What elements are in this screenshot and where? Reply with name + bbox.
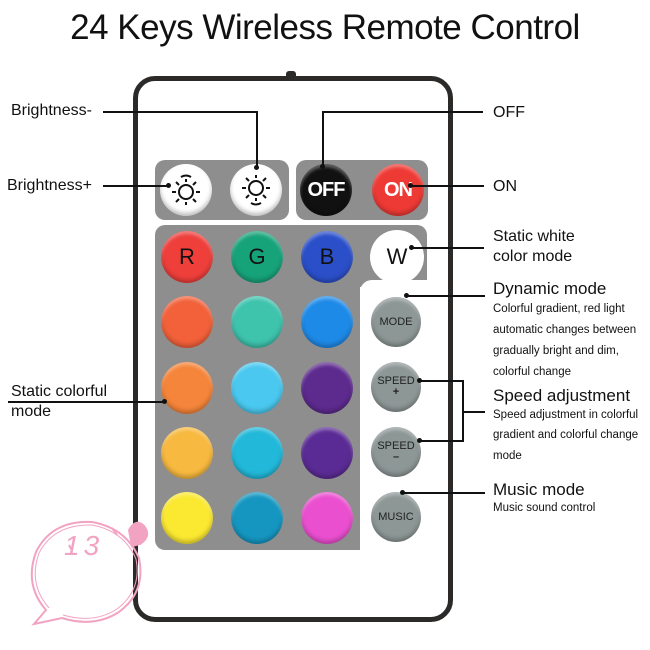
- on-button-label: ON: [384, 178, 413, 201]
- sun-up-icon: [169, 173, 203, 207]
- color-button-r4c2[interactable]: [231, 492, 283, 544]
- green-button-label: G: [248, 244, 266, 269]
- mode-button-label: MODE: [379, 316, 413, 328]
- label-dynamic-desc-3: gradually bright and dim,: [493, 345, 619, 357]
- color-button-r2c3[interactable]: [301, 362, 353, 414]
- mode-button[interactable]: MODE: [371, 297, 421, 347]
- leader-line: [419, 380, 463, 382]
- brightness-up-button[interactable]: [160, 164, 212, 216]
- speed-down-button[interactable]: SPEED –: [371, 427, 421, 477]
- leader-dot: [417, 438, 422, 443]
- color-button-r1c1[interactable]: [161, 296, 213, 348]
- music-button[interactable]: MUSIC: [371, 492, 421, 542]
- speech-bubble-heart-icon: 13: [14, 500, 149, 630]
- label-static-white-line1: Static white: [493, 228, 575, 245]
- leader-line: [402, 492, 485, 494]
- label-off: OFF: [493, 104, 525, 121]
- leader-dot: [254, 165, 259, 170]
- white-button-label: W: [386, 244, 408, 269]
- label-static-colorful-line2: mode: [11, 403, 52, 420]
- label-dynamic-desc-1: Colorful gradient, red light: [493, 303, 625, 315]
- color-button-r3c1[interactable]: [161, 427, 213, 479]
- leader-line: [462, 411, 485, 413]
- label-speed-adjustment: Speed adjustment Speed adjustment in col…: [493, 386, 650, 467]
- leader-dot: [162, 399, 167, 404]
- label-speed-desc-3: mode: [493, 450, 522, 462]
- on-button[interactable]: ON: [372, 164, 424, 216]
- off-button[interactable]: OFF: [300, 164, 352, 216]
- leader-line: [419, 440, 463, 442]
- speed-down-button-label: SPEED: [377, 440, 415, 452]
- color-button-r1c3[interactable]: [301, 296, 353, 348]
- leader-line: [411, 185, 484, 187]
- blue-button-label: B: [319, 244, 335, 269]
- label-speed-title: Speed adjustment: [493, 386, 631, 405]
- leader-dot: [408, 183, 413, 188]
- watermark-text: 13: [64, 530, 104, 561]
- label-static-white: Static white color mode: [493, 227, 575, 267]
- color-button-r1c2[interactable]: [231, 296, 283, 348]
- color-button-r4c3[interactable]: [301, 492, 353, 544]
- leader-dot: [166, 183, 171, 188]
- label-on: ON: [493, 178, 517, 195]
- off-button-label: OFF: [307, 178, 346, 201]
- red-button-label: R: [179, 244, 195, 269]
- leader-line: [8, 401, 165, 403]
- leader-line: [256, 111, 258, 168]
- leader-dot: [409, 245, 414, 250]
- label-static-colorful: Static colorful mode: [11, 382, 107, 422]
- label-music-mode: Music mode Music sound control: [493, 480, 650, 516]
- label-speed-desc-1: Speed adjustment in colorful: [493, 409, 639, 421]
- leader-line: [322, 111, 324, 166]
- leader-dot: [320, 164, 325, 169]
- label-brightness-minus: Brightness-: [11, 102, 92, 119]
- leader-line: [412, 247, 484, 249]
- page-title: 24 Keys Wireless Remote Control: [70, 8, 580, 47]
- leader-line: [103, 185, 170, 187]
- label-dynamic-desc-2: automatic changes between: [493, 324, 637, 336]
- label-static-colorful-line1: Static colorful: [11, 383, 108, 400]
- plus-icon: +: [392, 386, 400, 398]
- label-dynamic-desc-4: colorful change: [493, 366, 571, 378]
- label-dynamic-mode: Dynamic mode Colorful gradient, red ligh…: [493, 279, 650, 383]
- leader-line: [407, 295, 485, 297]
- minus-icon: –: [392, 451, 400, 463]
- leader-line: [103, 111, 257, 113]
- color-button-r2c1[interactable]: [161, 362, 213, 414]
- red-button[interactable]: R: [161, 231, 213, 283]
- white-button[interactable]: W: [370, 230, 424, 284]
- leader-dot: [404, 293, 409, 298]
- leader-dot: [417, 378, 422, 383]
- green-button[interactable]: G: [231, 231, 283, 283]
- label-music-desc-1: Music sound control: [493, 502, 596, 514]
- leader-line: [323, 111, 483, 113]
- blue-button[interactable]: B: [301, 231, 353, 283]
- color-button-r3c2[interactable]: [231, 427, 283, 479]
- color-button-r4c1[interactable]: [161, 492, 213, 544]
- music-button-label: MUSIC: [378, 511, 414, 523]
- label-speed-desc-2: gradient and colorful change: [493, 429, 639, 441]
- label-brightness-plus: Brightness+: [7, 177, 92, 194]
- speed-up-button[interactable]: SPEED +: [371, 362, 421, 412]
- leader-dot: [400, 490, 405, 495]
- label-music-title: Music mode: [493, 480, 585, 499]
- sun-down-icon: [239, 173, 273, 207]
- label-dynamic-title: Dynamic mode: [493, 279, 607, 298]
- remote-top-nub: [286, 71, 296, 77]
- label-static-white-line2: color mode: [493, 248, 573, 265]
- color-button-r2c2[interactable]: [231, 362, 283, 414]
- color-button-r3c3[interactable]: [301, 427, 353, 479]
- brightness-down-button[interactable]: [230, 164, 282, 216]
- speed-up-button-label: SPEED: [377, 375, 415, 387]
